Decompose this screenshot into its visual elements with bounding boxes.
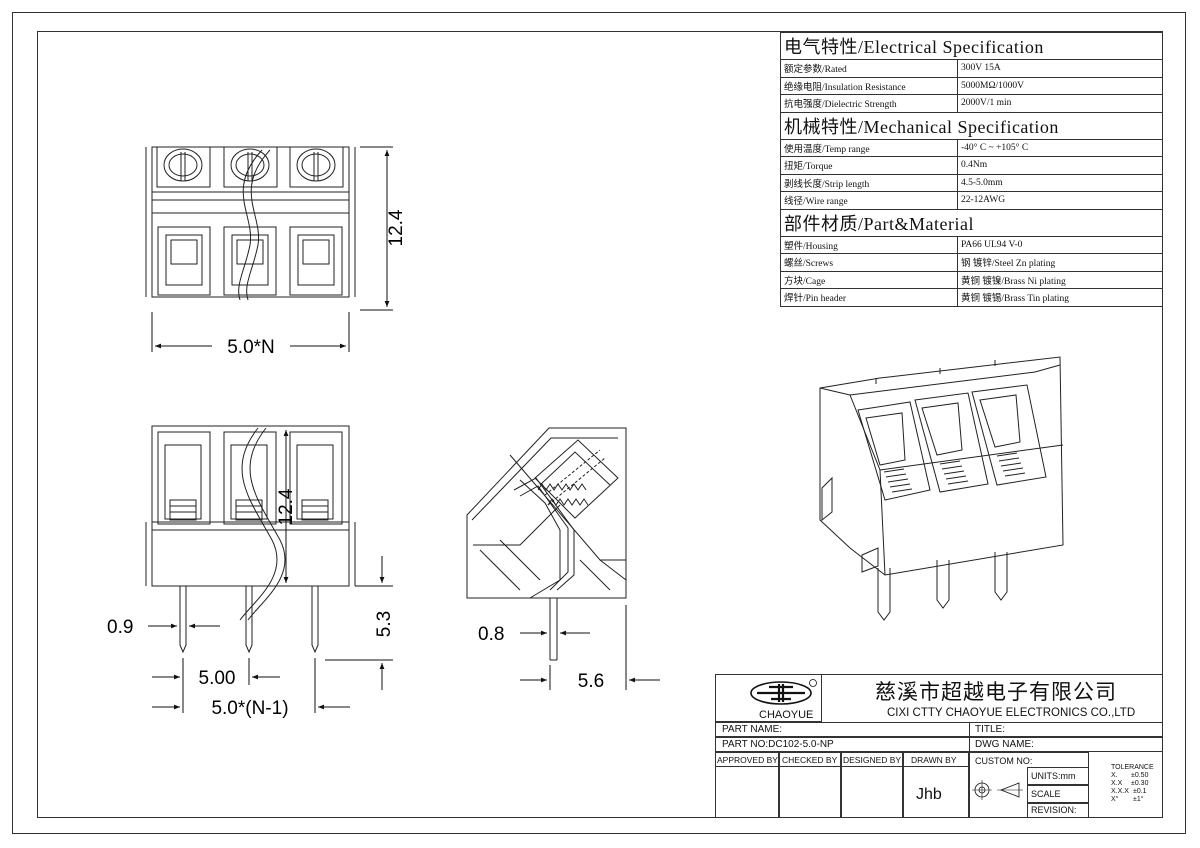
tolerance-key: X°	[1111, 796, 1119, 803]
tolerance-key: X.X.X	[1111, 788, 1129, 795]
drawn-by-label: DRAWN BY	[911, 755, 957, 765]
approved-by-label: APPROVED BY	[717, 755, 778, 765]
company-chinese-name: 慈溪市超越电子有限公司	[875, 681, 1117, 704]
top-height-dimension	[360, 146, 393, 311]
top-height-label: 12.4	[386, 209, 407, 246]
screw-head	[156, 146, 211, 188]
dwg-name-label: DWG NAME:	[975, 739, 1034, 750]
pin-length-dimension	[325, 556, 393, 690]
isometric-view	[819, 356, 1064, 621]
screw-head	[223, 146, 278, 188]
outer-border	[12, 12, 1186, 834]
drawn-by-signature: Jhb	[916, 786, 942, 803]
electrical-title: 电气特性/Electrical Specification	[780, 32, 1163, 60]
material-title: 部件材质/Part&Material	[780, 208, 1163, 237]
overall-pitch-label: 5.0*(N-1)	[211, 698, 288, 719]
tolerance-key: X.	[1111, 772, 1118, 779]
inner-border	[37, 31, 1163, 818]
tolerance-title: TOLERANCE	[1111, 764, 1154, 771]
signature-header	[715, 752, 969, 767]
units-label: UNITS:mm	[1031, 771, 1076, 781]
revision-cell	[1027, 803, 1089, 818]
scale-cell	[1027, 785, 1089, 803]
tolerance-key: X.X	[1111, 780, 1123, 787]
mechanical-title: 机械特性/Mechanical Specification	[780, 111, 1163, 140]
pin-length-label: 5.3	[374, 611, 395, 637]
tolerance-value: ±0.30	[1131, 780, 1149, 787]
part-no-row	[715, 737, 1163, 752]
revision-label: REVISION:	[1031, 805, 1077, 815]
custom-no-label: CUSTOM NO:	[975, 756, 1033, 766]
side-depth-dimension	[520, 605, 660, 690]
units-cell	[1027, 767, 1089, 785]
front-height-label: 12.4	[276, 488, 297, 525]
checked-by-label: CHECKED BY	[782, 755, 838, 765]
top-width-dimension	[151, 312, 350, 352]
designed-by-label: DESIGNED BY	[843, 755, 902, 765]
pitch-label: 5.00	[199, 668, 236, 689]
logo-cell	[715, 674, 822, 722]
screw-head	[289, 146, 344, 188]
tolerance-value: ±0.50	[1131, 772, 1149, 779]
pin-width-label: 0.9	[107, 617, 133, 638]
spec-value: 黄铜 镀锡/Brass Tin plating	[957, 288, 1163, 307]
part-number: PART NO:DC102-5.0-NP	[722, 739, 834, 750]
side-pin-label: 0.8	[478, 624, 504, 645]
specification-table: 电气特性/Electrical Specification 额定参数/Rated…	[780, 32, 1163, 307]
title-label: TITLE:	[975, 724, 1006, 735]
top-width-label: 5.0*N	[227, 337, 275, 358]
side-view	[466, 427, 627, 661]
scale-label: SCALE	[1031, 789, 1061, 799]
logo-name: CHAOYUE	[759, 709, 814, 721]
part-name-label: PART NAME:	[722, 724, 783, 735]
top-view	[145, 146, 356, 301]
pitch-dimension	[152, 658, 350, 713]
front-view	[145, 425, 356, 654]
side-depth-label: 5.6	[578, 671, 604, 692]
company-english-name: CIXI CTTY CHAOYUE ELECTRONICS CO.,LTD	[887, 707, 1136, 719]
tolerance-value: ±1°	[1133, 796, 1144, 803]
title-block: CHAOYUE 慈溪市超越电子有限公司 CIXI CTTY CHAOYUE EL…	[715, 674, 1163, 818]
projection-symbol-icon	[972, 780, 1023, 800]
chaoyue-logo	[750, 679, 817, 705]
tolerance-value: ±0.1	[1133, 788, 1147, 795]
